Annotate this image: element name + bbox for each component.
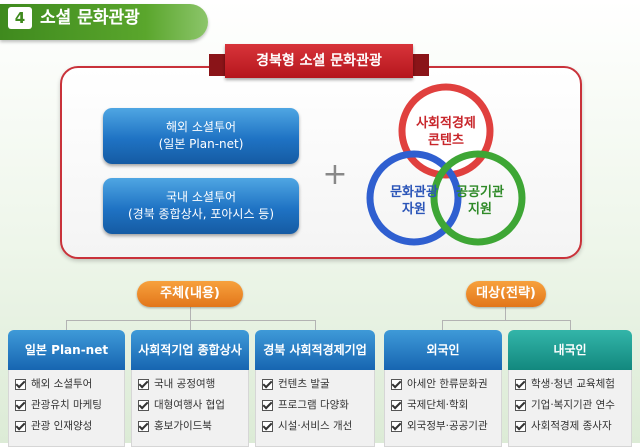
- checkbox-icon: [515, 400, 526, 411]
- card-list: 해외 소셜투어 관광유치 마케팅 관광 인재양성: [8, 370, 125, 447]
- checkbox-icon: [262, 400, 273, 411]
- list-item-text: 홍보가이드북: [154, 420, 212, 432]
- list-item-text: 관광 인재양성: [31, 420, 93, 432]
- checkbox-icon: [138, 379, 149, 390]
- venn-top-line2: 콘텐츠: [428, 133, 464, 148]
- list-item: 컨텐츠 발굴: [262, 374, 374, 395]
- venn-circle-left: [366, 150, 462, 246]
- checkbox-icon: [262, 379, 273, 390]
- list-item-text: 아세안 한류문화권: [407, 378, 488, 390]
- connector-subject-drop-2: [190, 320, 191, 330]
- section-header: [0, 4, 208, 40]
- list-item-text: 국제단체·학회: [407, 399, 469, 411]
- card-foreigners: 외국인 아세안 한류문화권 국제단체·학회 외국정부·공공기관: [384, 330, 502, 447]
- overseas-tour-box: 해외 소셜투어 (일본 Plan-net): [103, 108, 299, 164]
- checkbox-icon: [15, 379, 26, 390]
- checkbox-icon: [15, 400, 26, 411]
- venn-label-right: 공공기관 지원: [440, 184, 520, 218]
- connector-subject-stem: [190, 306, 191, 320]
- venn-top-line1: 사회적경제: [416, 116, 476, 131]
- card-title: 일본 Plan-net: [8, 330, 125, 370]
- list-item: 시설·서비스 개선: [262, 416, 374, 437]
- connector-subject-drop-3: [315, 320, 316, 330]
- overseas-tour-title: 해외 소셜투어: [165, 120, 237, 134]
- card-japan-plannet: 일본 Plan-net 해외 소셜투어 관광유치 마케팅 관광 인재양성: [8, 330, 125, 447]
- checkbox-icon: [515, 421, 526, 432]
- checkbox-icon: [262, 421, 273, 432]
- list-item-text: 해외 소셜투어: [31, 378, 93, 390]
- checkbox-icon: [391, 379, 402, 390]
- target-pill: 대상(전략): [466, 281, 546, 307]
- connector-target-drop-1: [442, 320, 443, 330]
- card-list: 학생·청년 교육체험 기업·복지기관 연수 사회적경제 종사자: [508, 370, 632, 447]
- list-item: 대형여행사 협업: [138, 395, 248, 416]
- plus-sign: +: [322, 157, 348, 192]
- list-item-text: 관광유치 마케팅: [31, 399, 102, 411]
- list-item-text: 프로그램 다양화: [278, 399, 349, 411]
- list-item: 국내 공정여행: [138, 374, 248, 395]
- checkbox-icon: [138, 400, 149, 411]
- venn-label-top: 사회적경제 콘텐츠: [396, 115, 496, 149]
- list-item: 사회적경제 종사자: [515, 416, 631, 437]
- list-item-text: 사회적경제 종사자: [531, 420, 612, 432]
- venn-right-line2: 지원: [468, 202, 492, 217]
- card-social-enterprise-trading: 사회적기업 종합상사 국내 공정여행 대형여행사 협업 홍보가이드북: [131, 330, 249, 447]
- list-item-text: 학생·청년 교육체험: [531, 378, 615, 390]
- venn-label-left: 문화관광 자원: [374, 184, 454, 218]
- list-item: 관광 인재양성: [15, 416, 124, 437]
- list-item-text: 컨텐츠 발굴: [278, 378, 330, 390]
- list-item: 국제단체·학회: [391, 395, 501, 416]
- checkbox-icon: [391, 421, 402, 432]
- list-item-text: 시설·서비스 개선: [278, 420, 353, 432]
- list-item: 해외 소셜투어: [15, 374, 124, 395]
- list-item-text: 외국정부·공공기관: [407, 420, 488, 432]
- card-domestic: 내국인 학생·청년 교육체험 기업·복지기관 연수 사회적경제 종사자: [508, 330, 632, 447]
- venn-diagram: [366, 83, 526, 246]
- card-title: 외국인: [384, 330, 502, 370]
- list-item: 기업·복지기관 연수: [515, 395, 631, 416]
- card-list: 아세안 한류문화권 국제단체·학회 외국정부·공공기관: [384, 370, 502, 447]
- venn-left-line2: 자원: [402, 202, 426, 217]
- list-item: 홍보가이드북: [138, 416, 248, 437]
- venn-right-line1: 공공기관: [456, 185, 504, 200]
- connector-target-stem: [505, 306, 506, 320]
- subject-pill: 주체(내용): [137, 281, 243, 307]
- banner-title: 경북형 소셜 문화관광: [225, 44, 413, 78]
- card-list: 국내 공정여행 대형여행사 협업 홍보가이드북: [131, 370, 249, 447]
- card-title: 사회적기업 종합상사: [131, 330, 249, 370]
- connector-subject-drop-1: [66, 320, 67, 330]
- card-title: 경북 사회적경제기업: [255, 330, 375, 370]
- list-item: 외국정부·공공기관: [391, 416, 501, 437]
- checkbox-icon: [138, 421, 149, 432]
- venn-left-line1: 문화관광: [390, 185, 438, 200]
- card-gyeongbuk-social-economy: 경북 사회적경제기업 컨텐츠 발굴 프로그램 다양화 시설·서비스 개선: [255, 330, 375, 447]
- connector-target-bar: [442, 320, 570, 321]
- list-item: 관광유치 마케팅: [15, 395, 124, 416]
- domestic-tour-title: 국내 소셜투어: [165, 190, 237, 204]
- checkbox-icon: [15, 421, 26, 432]
- checkbox-icon: [391, 400, 402, 411]
- connector-target-drop-2: [570, 320, 571, 330]
- list-item: 학생·청년 교육체험: [515, 374, 631, 395]
- section-number: 4: [8, 7, 32, 29]
- card-title: 내국인: [508, 330, 632, 370]
- list-item: 프로그램 다양화: [262, 395, 374, 416]
- list-item-text: 대형여행사 협업: [154, 399, 225, 411]
- section-title: 소셜 문화관광: [40, 8, 140, 28]
- list-item-text: 기업·복지기관 연수: [531, 399, 615, 411]
- list-item-text: 국내 공정여행: [154, 378, 216, 390]
- domestic-tour-box: 국내 소셜투어 (경북 종합상사, 포아시스 등): [103, 178, 299, 234]
- domestic-tour-detail: (경북 종합상사, 포아시스 등): [127, 207, 275, 221]
- venn-circle-right: [430, 150, 526, 246]
- overseas-tour-detail: (일본 Plan-net): [158, 137, 244, 151]
- card-list: 컨텐츠 발굴 프로그램 다양화 시설·서비스 개선: [255, 370, 375, 447]
- list-item: 아세안 한류문화권: [391, 374, 501, 395]
- checkbox-icon: [515, 379, 526, 390]
